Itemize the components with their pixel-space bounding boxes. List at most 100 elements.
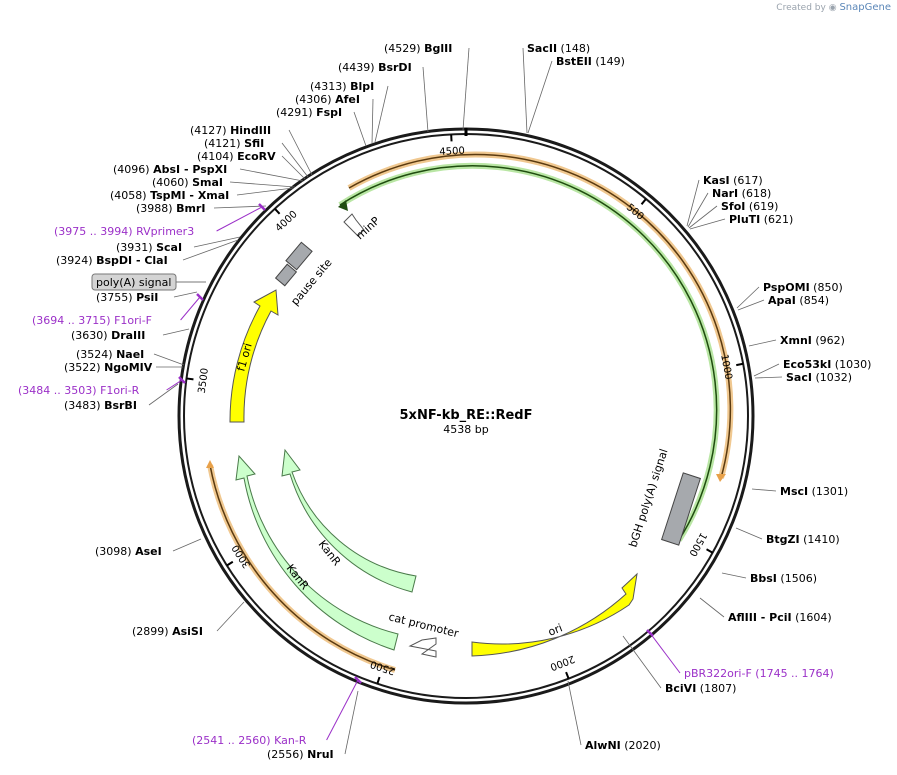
enzyme-name: KasI [703,174,730,187]
enzyme-leader [216,601,245,632]
enzyme-position: (4529) [384,42,424,55]
minp-feature [343,213,365,237]
enzyme-site: (4313) BlpI [310,80,389,143]
primer-mark [178,376,186,384]
enzyme-label: (4121) SfiI [204,137,264,150]
enzyme-name: BstEII [556,55,592,68]
enzyme-name: DraIII [111,329,145,342]
primer-name: pBR322ori-F [684,667,752,680]
enzyme-name: SfiI [244,137,264,150]
enzyme-leader [687,192,709,228]
enzyme-site: PspOMI (850) [736,281,843,309]
enzyme-leader [699,597,725,618]
enzyme-site: (3931) ScaI [116,236,241,254]
primer-range: (3694 .. 3715) [32,314,114,327]
enzyme-leader [522,47,528,134]
polya-signal-label: poly(A) signal [96,276,171,289]
enzyme-label: ApaI (854) [768,294,829,307]
primer-leader [326,679,359,741]
enzyme-site: PluTI (621) [689,213,793,230]
enzyme-name: NarI [712,187,738,200]
enzyme-name: PsiI [136,291,158,304]
enzyme-site: (3988) BmrI [136,202,267,215]
enzyme-label: SacI (1032) [786,371,852,384]
primer-mark [354,676,362,684]
enzyme-position: (617) [730,174,763,187]
enzyme-name: PluTI [729,213,760,226]
kanr-inner-feature [281,448,417,593]
primer-site: (3694 .. 3715) F1ori-F [32,293,204,327]
enzyme-label: SfoI (619) [721,200,778,213]
enzyme-position: (3098) [95,545,135,558]
enzyme-position: (149) [592,55,625,68]
enzyme-position: (1032) [812,371,852,384]
enzyme-leader [737,299,765,311]
tick-mark [186,377,194,381]
enzyme-label: XmnI (962) [780,334,845,347]
primer-name: F1ori-F [114,314,152,327]
enzyme-leader [193,236,241,248]
primer-leader [649,632,681,674]
enzyme-site: (4121) SfiI [204,137,309,178]
primer-mark [258,203,266,211]
ori-feature [471,572,638,657]
enzyme-position: (3988) [136,202,176,215]
enzyme-site: (3098) AseI [95,538,202,558]
enzyme-name: PspOMI [763,281,810,294]
pause-site-feature-1 [285,241,313,271]
enzyme-position: (4058) [110,189,150,202]
enzyme-name: AfeI [335,93,360,106]
enzyme-leader [753,363,780,377]
tick-label: 1000 [718,354,734,381]
plasmid-name: 5xNF-kb_RE::RedF [400,408,533,423]
enzyme-position: (2556) [267,748,307,761]
enzyme-name: NruI [307,748,334,761]
enzyme-position: (148) [557,42,590,55]
enzyme-site: (3522) NgoMIV [64,361,183,374]
green-arc-arrow [338,200,348,211]
tick-mark [565,671,570,680]
enzyme-label: KasI (617) [703,174,763,187]
enzyme-site: (4060) SmaI [152,176,296,189]
enzyme-position: (962) [812,334,845,347]
enzyme-position: (3524) [76,348,116,361]
enzyme-site: (4306) AfeI [295,93,374,145]
enzyme-position: (1807) [696,682,736,695]
f1-ori-feature [229,289,279,423]
enzyme-label: (4096) AbsI - PspXI [113,163,227,176]
enzyme-name: BbsI [750,572,777,585]
enzyme-position: (4306) [295,93,335,106]
enzyme-position: (3522) [64,361,104,374]
tick-label: 1500 [686,530,708,558]
enzyme-name: TspMI [150,189,186,202]
enzyme-site: (3483) BsrBI [64,383,179,412]
primer-leader [166,379,183,391]
ori-label: ori [546,621,564,638]
enzyme-name: BglII [424,42,452,55]
enzyme-position: (3630) [71,329,111,342]
enzyme-label: Eco53kI (1030) [783,358,871,371]
enzyme-leader [751,488,777,492]
primer-name: Kan-R [274,734,307,747]
primer-label: pBR322ori-F (1745 .. 1764) [684,667,834,680]
enzyme-leader [689,218,726,230]
enzyme-label: (3483) BsrBI [64,399,137,412]
credit-prefix: Created by [776,3,826,13]
enzyme-label: (4313) BlpI [310,80,374,93]
enzyme-extra: - PciI [757,611,792,624]
enzyme-leader [239,168,304,182]
kanr-outer-feature [235,454,399,651]
green-arc-glow [338,162,720,542]
enzyme-extra: - XmaI [186,189,230,202]
enzyme-name: BlpI [350,80,374,93]
primer-site: (2541 .. 2560) Kan-R [192,676,362,747]
enzyme-name: SfoI [721,200,745,213]
enzyme-site: BbsI (1506) [721,572,817,585]
enzyme-label: (4291) FspI [276,106,342,119]
enzyme-site: (4291) FspI [276,106,367,147]
enzyme-name: AlwNI [585,739,621,752]
enzyme-label: (3630) DraIII [71,329,145,342]
enzyme-label: MscI (1301) [780,485,848,498]
enzyme-name: MscI [780,485,808,498]
